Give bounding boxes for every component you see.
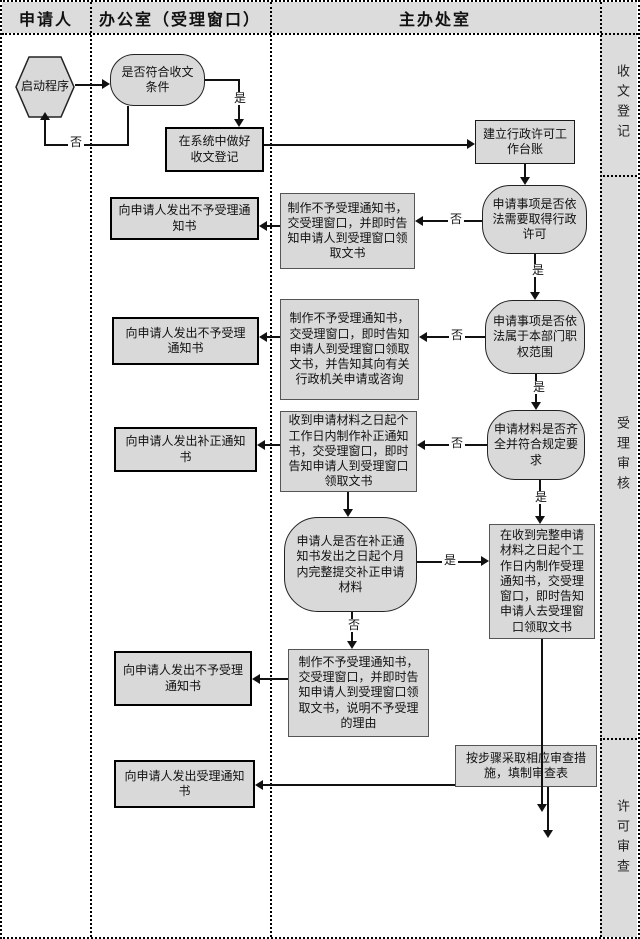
edge-label-yes-4: 是 <box>442 553 459 568</box>
send-rejection-notice-1-box: 向申请人发出不予受理通知书 <box>110 197 259 240</box>
need-license-decision: 申请事项是否依法需要取得行政许可 <box>482 185 587 254</box>
edge-label-no-2: 否 <box>448 212 465 227</box>
make-rejection-notice-3-box: 制作不予受理通知书，交受理窗口，并即时告知申请人到受理窗口领取文书，说明不予受理… <box>288 649 429 737</box>
make-rejection-notice-1-box: 制作不予受理通知书，交受理窗口，并即时告知申请人到受理窗口领取文书 <box>280 193 415 269</box>
lane-divider-2 <box>270 2 272 937</box>
lane-divider-1 <box>90 2 92 937</box>
supplement-submitted-decision: 申请人是否在补正通知书发出之日起个月内完整提交补正申请材料 <box>284 517 417 612</box>
start-hexagon-shape <box>15 56 75 118</box>
edge-label-yes-5: 是 <box>533 490 550 505</box>
edge-label-yes-3: 是 <box>531 380 548 395</box>
make-acceptance-notice-box: 在收到完整申请材料之日起个工作日内制作受理通知书，交受理窗口，即时告知申请人去受… <box>489 524 595 639</box>
phase-lane <box>600 2 637 937</box>
authority-scope-decision: 申请事项是否依法属于本部门职权范围 <box>485 300 585 374</box>
lane-header-office: 办公室（受理窗口） <box>90 2 270 33</box>
check-receipt-conditions-decision: 是否符合收文条件 <box>110 54 205 106</box>
lane-header-office-label: 办公室（受理窗口） <box>98 11 261 29</box>
send-acceptance-notice-box: 向申请人发出受理通知书 <box>114 760 255 808</box>
edge-label-no-5: 否 <box>346 618 363 633</box>
lane-header-applicant-label: 申请人 <box>18 11 73 29</box>
phase-label-permit-review: 许可审查 <box>615 799 630 879</box>
lane-header-main-department-label: 主办处室 <box>398 11 471 29</box>
send-supplement-notice-box: 向申请人发出补正通知书 <box>114 427 257 472</box>
lane-header-applicant: 申请人 <box>2 2 90 33</box>
header-divider <box>2 33 638 35</box>
lane-header-main-department: 主办处室 <box>270 2 600 33</box>
materials-complete-decision: 申请材料是否齐全并符合规定要求 <box>487 410 585 480</box>
make-rejection-notice-2-box: 制作不予受理通知书，交受理窗口，即时告知申请人到受理窗口领取文书，并告知其向有关… <box>280 299 419 400</box>
phase-label-acceptance-review: 受理审核 <box>615 416 630 496</box>
phase-divider-2 <box>600 738 637 740</box>
review-steps-box: 按步骤采取相应审查措施，填制审查表 <box>455 745 597 787</box>
phase-divider-1 <box>600 175 637 177</box>
make-supplement-notice-box: 收到申请材料之日起个工作日内制作补正通知书，交受理窗口，即时告知申请人到受理窗口… <box>280 411 417 492</box>
edge-label-yes-2: 是 <box>530 263 547 278</box>
send-rejection-notice-2-box: 向申请人发出不予受理通知书 <box>112 317 259 365</box>
edge-label-yes-1: 是 <box>232 91 249 106</box>
start-node: 启动程序 <box>21 79 70 94</box>
edge-label-no-4: 否 <box>449 436 466 451</box>
register-receipt-box: 在系统中做好收文登记 <box>165 127 264 172</box>
send-rejection-notice-3-box: 向申请人发出不予受理通知书 <box>114 651 252 706</box>
create-ledger-box: 建立行政许可工作台账 <box>475 120 575 164</box>
phase-label-receipt: 收文登记 <box>615 64 630 144</box>
edge-label-no-3: 否 <box>449 328 466 343</box>
lane-divider-3 <box>600 2 602 937</box>
edge-label-no-1: 否 <box>68 135 85 150</box>
